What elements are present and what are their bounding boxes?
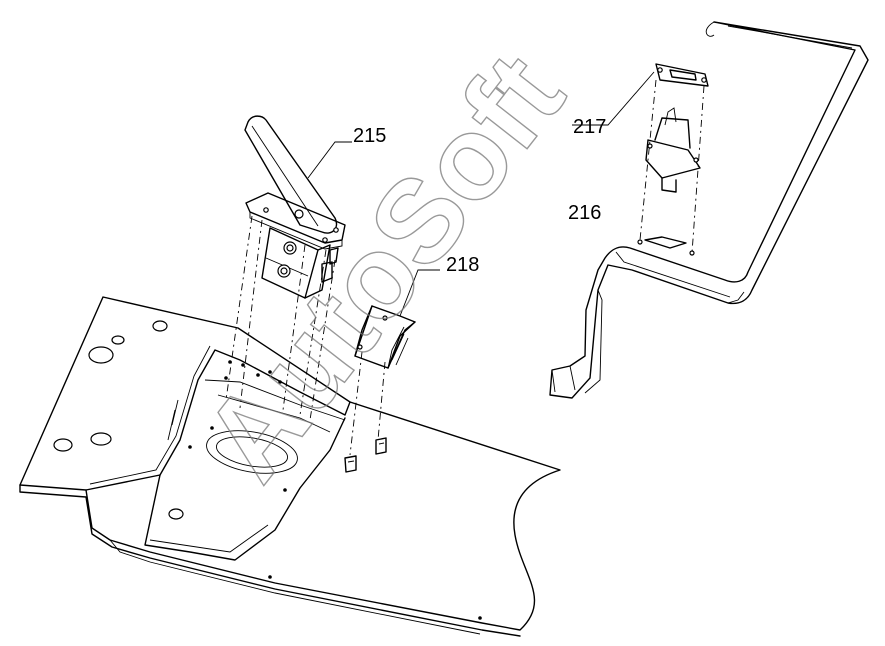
pedal-assembly-215 bbox=[244, 115, 346, 299]
callout-215: 215 bbox=[353, 125, 386, 147]
side-panel bbox=[549, 21, 869, 399]
callout-218: 218 bbox=[446, 254, 479, 276]
callout-217: 217 bbox=[573, 116, 606, 138]
callout-216: 216 bbox=[568, 202, 601, 224]
switch-216 bbox=[645, 107, 701, 193]
leader-lines bbox=[307, 71, 655, 317]
autosoft-watermark: AutoSoft bbox=[178, 30, 589, 504]
assembly-lines-216-217 bbox=[639, 79, 705, 254]
assembly-lines-215 bbox=[225, 215, 336, 421]
cover-217 bbox=[655, 63, 709, 87]
floor-plate bbox=[19, 296, 561, 637]
